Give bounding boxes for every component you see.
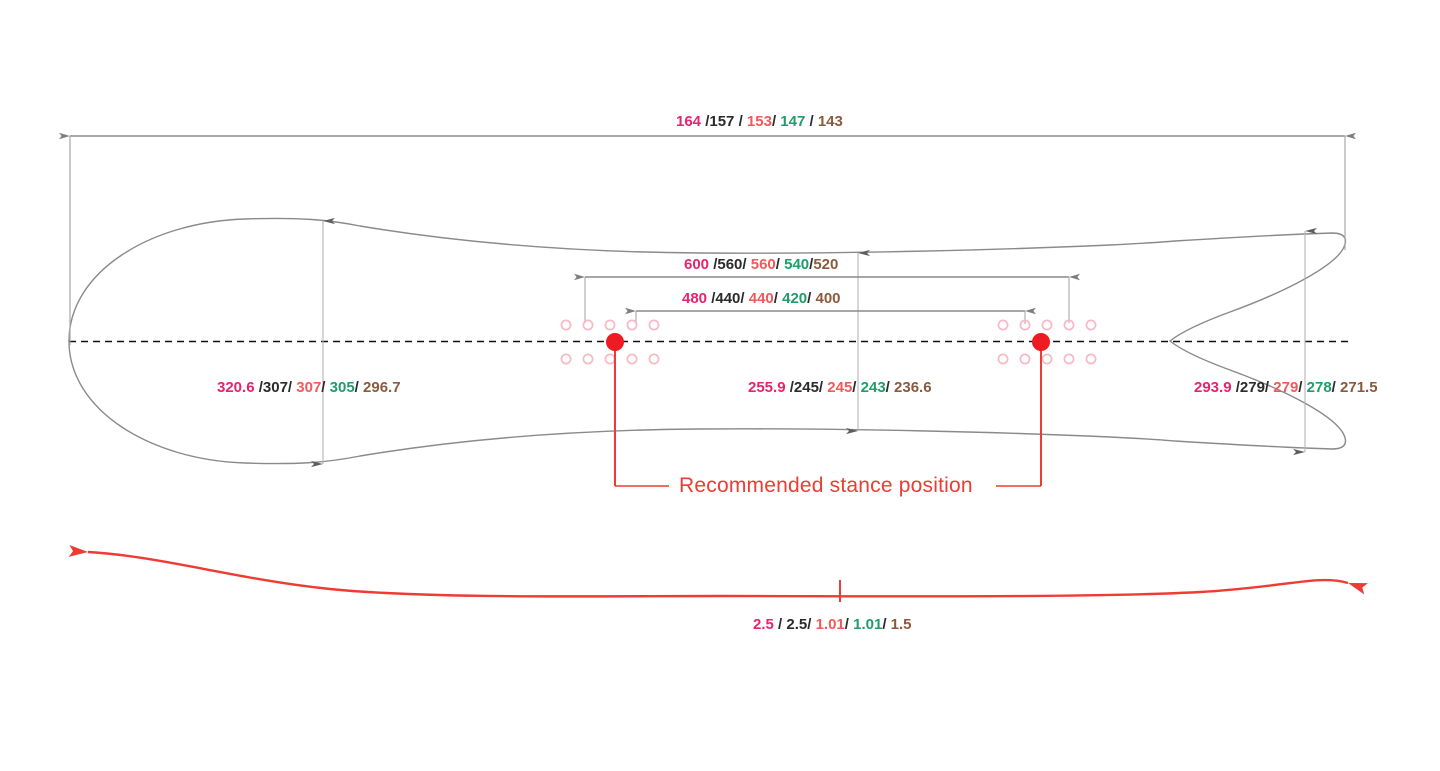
- overall-length-v3: 153: [746, 113, 772, 130]
- camber-height-v5: 1.5: [890, 616, 912, 633]
- camber-profile-arrow: [68, 544, 1368, 602]
- waist-width-v1: 255.9: [748, 379, 786, 396]
- tail-width-v3: 279: [1273, 379, 1299, 396]
- waist-width-v4: 243: [860, 379, 886, 396]
- camber-height-v4: 1.01: [853, 616, 883, 633]
- stance-min-v5: 400: [815, 290, 841, 307]
- camber-height-v2: 2.5: [786, 616, 808, 633]
- nose-width-v1: 320.6: [217, 379, 255, 396]
- stance-min-v1: 480: [682, 290, 708, 307]
- stance-max-v1: 600: [684, 256, 710, 273]
- stance-max-v2: 560: [717, 256, 743, 273]
- nose-width-v2: 307: [262, 379, 288, 396]
- overall-length-label: 164 /157 / 153/ 147 / 143: [676, 113, 843, 130]
- stance-min-v2: 440: [715, 290, 741, 307]
- stance-max-v4: 540: [784, 256, 810, 273]
- insert-pattern-front: [560, 319, 660, 365]
- tail-width-v2: 279: [1239, 379, 1265, 396]
- stance-max-v3: 560: [750, 256, 776, 273]
- nose-width-v5: 296.7: [363, 379, 401, 396]
- stance-marker-rear: [996, 333, 1050, 487]
- stance-max-label: 600 /560/ 560/ 540/520: [684, 256, 839, 273]
- tail-width-label: 293.9 /279/ 279/ 278/ 271.5: [1194, 379, 1378, 396]
- stance-min-v3: 440: [748, 290, 774, 307]
- camber-height-v3: 1.01: [815, 616, 845, 633]
- insert-pattern-rear: [997, 319, 1097, 365]
- stance-max-dimension: [574, 273, 1080, 323]
- waist-width-v3: 245: [827, 379, 853, 396]
- stance-min-label: 480 /440/ 440/ 420/ 400: [682, 290, 841, 307]
- camber-height-v1: 2.5: [753, 616, 774, 633]
- board-outline: [68, 217, 1347, 465]
- stance-max-v5: 520: [813, 256, 839, 273]
- stance-marker-front: [606, 333, 669, 487]
- overall-length-v5: 143: [817, 113, 843, 130]
- tail-width-v5: 271.5: [1340, 379, 1378, 396]
- recommended-stance-caption: Recommended stance position: [679, 474, 973, 497]
- nose-width-v4: 305: [329, 379, 355, 396]
- tail-width-v4: 278: [1306, 379, 1332, 396]
- nose-width-label: 320.6 /307/ 307/ 305/ 296.7: [217, 379, 401, 396]
- tail-width-v1: 293.9: [1194, 379, 1232, 396]
- overall-length-v4: 147: [780, 113, 806, 130]
- overall-length-v1: 164: [676, 113, 702, 130]
- waist-width-label: 255.9 /245/ 245/ 243/ 236.6: [748, 379, 932, 396]
- stance-min-dimension: [625, 307, 1036, 324]
- waist-width-v2: 245: [793, 379, 819, 396]
- overall-length-v2: 157: [709, 113, 735, 130]
- stance-min-v4: 420: [782, 290, 808, 307]
- overall-length-dimension: [59, 132, 1356, 345]
- nose-width-v3: 307: [296, 379, 322, 396]
- camber-height-label: 2.5 / 2.5/ 1.01/ 1.01/ 1.5: [753, 616, 912, 633]
- waist-width-v5: 236.6: [894, 379, 932, 396]
